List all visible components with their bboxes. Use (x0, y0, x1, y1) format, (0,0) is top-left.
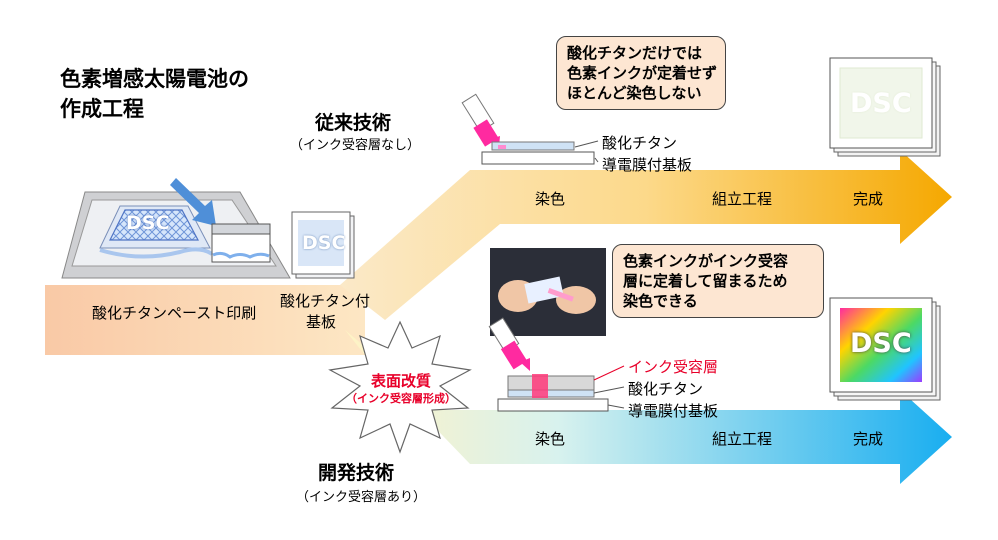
developed-step-dyeing: 染色 (535, 430, 566, 448)
conventional-step-complete: 完成 (853, 190, 884, 208)
developed-callout-line-1: 色素インクがインク受容 (623, 252, 789, 270)
developed-callout-line-2: 層に定着して留まるため (623, 272, 788, 290)
conventional-step-dyeing: 染色 (535, 190, 566, 208)
surface-modification-note: （インク受容層形成） (346, 392, 456, 405)
surface-modification-starburst (328, 320, 472, 454)
dsc-logo-substrate: DSC (302, 232, 346, 254)
conventional-callout: 酸化チタンだけでは 色素インクが定着せず ほとんど染色しない (556, 36, 726, 110)
conventional-layer-substrate: 導電膜付基板 (602, 156, 693, 174)
developed-route-note: （インク受容層あり） (296, 490, 427, 505)
conventional-route-title: 従来技術 (315, 112, 392, 134)
diagram-title: 色素増感太陽電池の 作成工程 (60, 64, 249, 124)
substrate-label-line-2: 基板 (306, 313, 337, 331)
substrate-label-line-1: 酸化チタン付 (280, 292, 371, 310)
conventional-callout-line-2: 色素インクが定着せず (567, 64, 718, 82)
conventional-result-panel (829, 57, 941, 157)
screen-printer-illustration (61, 178, 291, 279)
developed-callout: 色素インクがインク受容 層に定着して留まるため 染色できる (612, 244, 824, 318)
conventional-callout-line-3: ほとんど染色しない (567, 84, 702, 102)
developed-route-title: 開発技術 (318, 462, 395, 484)
paste-printing-label: 酸化チタンペースト印刷 (92, 304, 257, 322)
conventional-route-note: （インク受容層なし） (290, 138, 421, 153)
developed-step-assembly: 組立工程 (712, 430, 773, 448)
title-line-2: 作成工程 (60, 97, 144, 121)
dsc-logo-printer: DSC (126, 212, 170, 234)
developed-callout-line-3: 染色できる (623, 292, 698, 310)
conventional-dropper (461, 93, 500, 147)
process-flow-band (45, 150, 952, 484)
title-line-1: 色素増感太陽電池の (60, 67, 249, 91)
conventional-layer-titania: 酸化チタン (602, 134, 678, 152)
conventional-layers (481, 140, 599, 165)
developed-result-panel (829, 297, 941, 401)
conventional-step-assembly: 組立工程 (712, 190, 773, 208)
developed-layer-receptor: インク受容層 (628, 358, 719, 376)
developed-step-complete: 完成 (853, 430, 884, 448)
developed-layer-substrate: 導電膜付基板 (628, 402, 719, 420)
developed-layers (497, 365, 625, 412)
developed-dropper (488, 317, 530, 371)
titania-substrate-card (291, 211, 355, 279)
dsc-logo-conventional: DSC (850, 88, 912, 119)
developed-layer-titania: 酸化チタン (628, 380, 704, 398)
surface-modification-label: 表面改質 (370, 372, 431, 390)
dsc-logo-developed: DSC (850, 328, 912, 359)
conventional-callout-line-1: 酸化チタンだけでは (567, 44, 703, 62)
hands-photo (490, 248, 606, 336)
